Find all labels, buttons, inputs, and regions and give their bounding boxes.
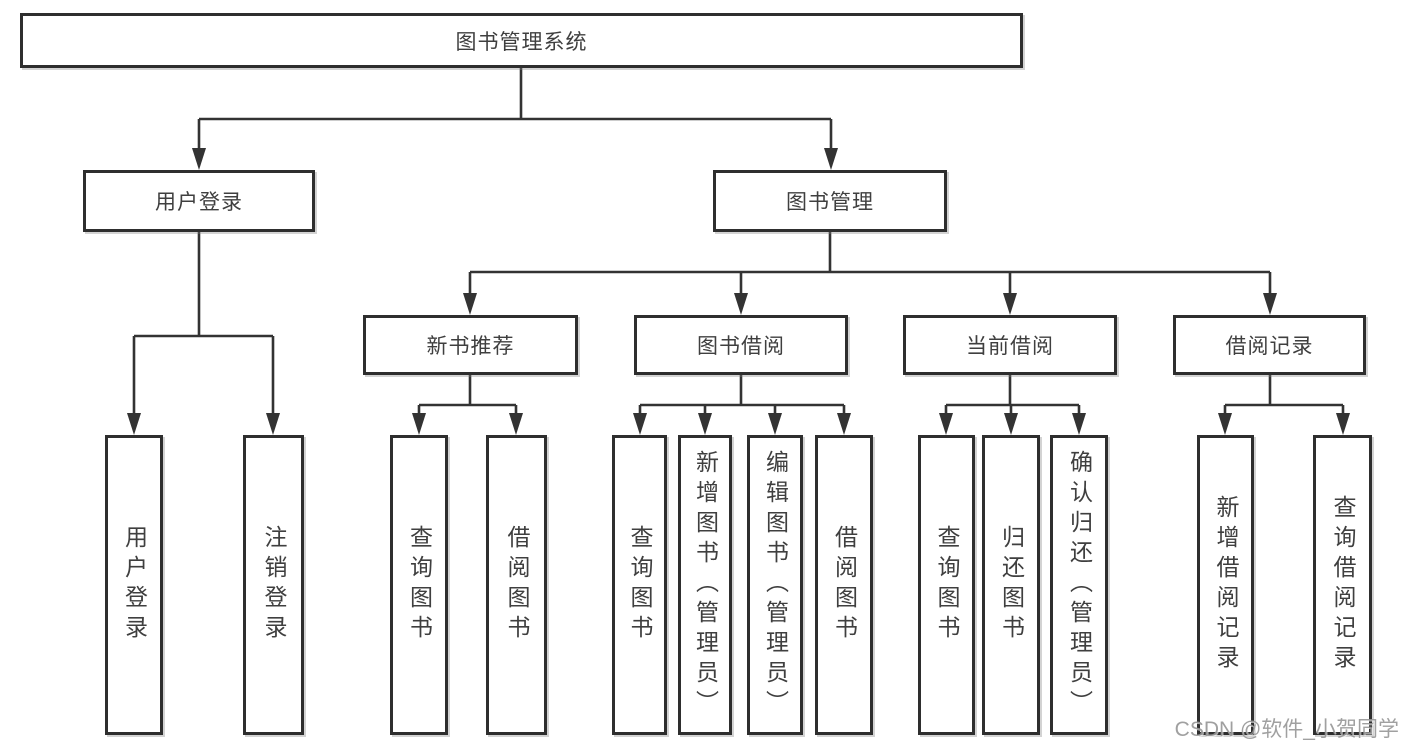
- node-user-login-leaf: 用户登录: [105, 435, 163, 735]
- node-borrow-books-borrowing: 借阅图书: [815, 435, 873, 735]
- node-current-borrowing: 当前借阅: [903, 315, 1117, 375]
- node-return-books: 归还图书: [982, 435, 1040, 735]
- node-query-borrow-record: 查询借阅记录: [1313, 435, 1372, 735]
- csdn-watermark: CSDN @软件_小贺同学: [1174, 718, 1399, 741]
- node-logout-leaf: 注销登录: [243, 435, 304, 735]
- node-library-management-system: 图书管理系统: [20, 13, 1023, 68]
- node-book-management-branch: 图书管理: [713, 170, 947, 232]
- node-borrowing-records: 借阅记录: [1173, 315, 1366, 375]
- node-query-books-recommend: 查询图书: [390, 435, 448, 735]
- node-user-login-branch: 用户登录: [83, 170, 315, 232]
- node-borrow-books-recommend: 借阅图书: [486, 435, 547, 735]
- node-add-borrow-record: 新增借阅记录: [1197, 435, 1254, 735]
- node-query-books-current: 查询图书: [918, 435, 975, 735]
- node-book-borrowing: 图书借阅: [634, 315, 848, 375]
- node-add-books-admin: 新增图书（管理员）: [678, 435, 732, 735]
- node-edit-books-admin: 编辑图书（管理员）: [747, 435, 803, 735]
- node-confirm-return-admin: 确认归还（管理员）: [1050, 435, 1108, 735]
- node-new-book-recommendation: 新书推荐: [363, 315, 578, 375]
- node-query-books-borrowing: 查询图书: [612, 435, 667, 735]
